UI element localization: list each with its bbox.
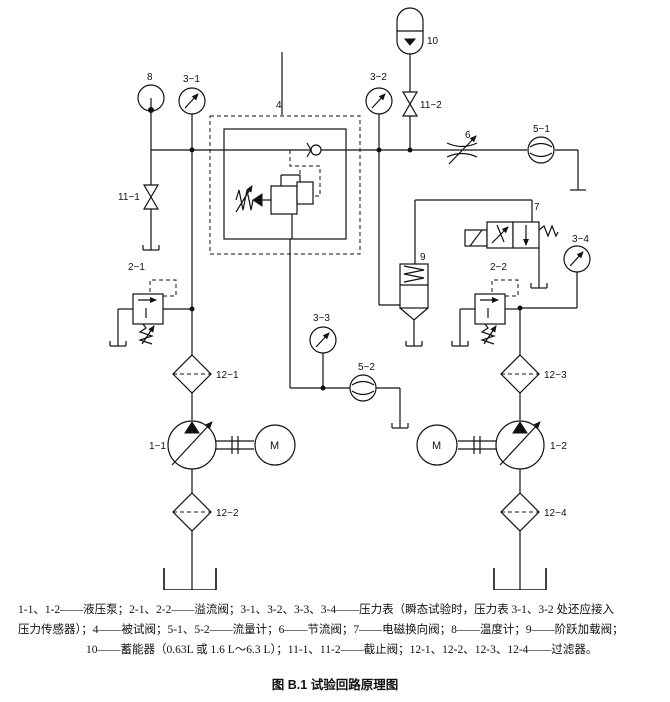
left-pressure-line [189,150,195,355]
test-valve-4: 4 [209,52,361,255]
solenoid-valve-7: 7 [464,200,559,289]
label-2-2: 2−2 [490,262,507,273]
pump-1-1: 1−1 [149,420,254,493]
figure-title: 图 B.1 试验回路原理图 [271,678,399,692]
tank-left [163,568,217,590]
label-10: 10 [427,36,439,47]
label-8: 8 [147,72,153,83]
label-3-3: 3−3 [313,313,330,324]
label-12-3: 12−3 [544,370,567,381]
filter-12-4: 12−4 [500,492,567,590]
label-12-4: 12−4 [544,508,567,519]
motor-right-label: M [432,440,441,452]
label-12-1: 12−1 [216,370,239,381]
label-7: 7 [534,202,540,213]
label-11-1: 11−1 [118,192,140,203]
main-pressure-line [151,147,586,191]
step-loading-valve-9: 9 [399,199,532,347]
right-pressure-line [517,305,523,355]
figure-legend: 1-1、1-2——液压泵；2-1、2-2——溢流阀；3-1、3-2、3-3、3-… [18,600,658,660]
label-9: 9 [420,252,426,263]
label-6: 6 [465,130,471,141]
thermometer-8: 8 [137,72,165,150]
pump-1-2: 1−2 [458,420,567,493]
pressure-gauge-3-1: 3−1 [178,74,206,150]
pressure-gauge-3-4: 3−4 [520,234,591,309]
motor-left-label: M [270,440,279,452]
filter-12-1: 12−1 [172,354,239,420]
label-11-2: 11−2 [420,100,442,111]
accumulator-10: 10 [396,7,439,92]
filter-12-3: 12−3 [500,354,567,420]
shutoff-valve-11-2: 11−2 [401,91,442,150]
legend-line-2: 压力传感器）；4——被试阀；5-1、5-2——流量计；6——节流阀；7——电磁换… [18,624,624,636]
label-3-4: 3−4 [572,234,589,245]
label-2-1: 2−1 [128,262,145,273]
hydraulic-circuit-diagram: 8 11−1 3−1 4 [109,7,591,590]
label-1-1: 1−1 [149,441,166,452]
pressure-gauge-3-2: 3−2 [365,72,400,306]
motor-left: M [254,424,296,466]
relief-valve-2-2: 2−2 [451,262,520,347]
shutoff-valve-11-1: 11−1 [118,150,160,251]
legend-line-1: 1-1、1-2——液压泵；2-1、2-2——溢流阀；3-1、3-2、3-3、3-… [18,604,615,616]
tank-right [493,568,547,590]
label-5-2: 5−2 [358,362,375,373]
filter-12-2: 12−2 [172,492,239,590]
label-5-1: 5−1 [533,124,550,135]
label-1-2: 1−2 [550,441,567,452]
pressure-gauge-3-3: 3−3 [309,313,337,388]
throttle-valve-6: 6 [446,130,478,165]
flowmeter-5-1: 5−1 [527,124,555,164]
label-3-2: 3−2 [370,72,387,83]
label-12-2: 12−2 [216,508,239,519]
label-3-1: 3−1 [183,74,200,85]
flowmeter-5-2: 5−2 [349,362,409,429]
motor-right: M [416,424,458,466]
relief-valve-2-1: 2−1 [109,262,192,347]
label-4: 4 [276,100,282,111]
legend-line-3: 10——蓄能器（0.63L 或 1.6 L～6.3 L）；11-1、11-2——… [86,644,598,656]
